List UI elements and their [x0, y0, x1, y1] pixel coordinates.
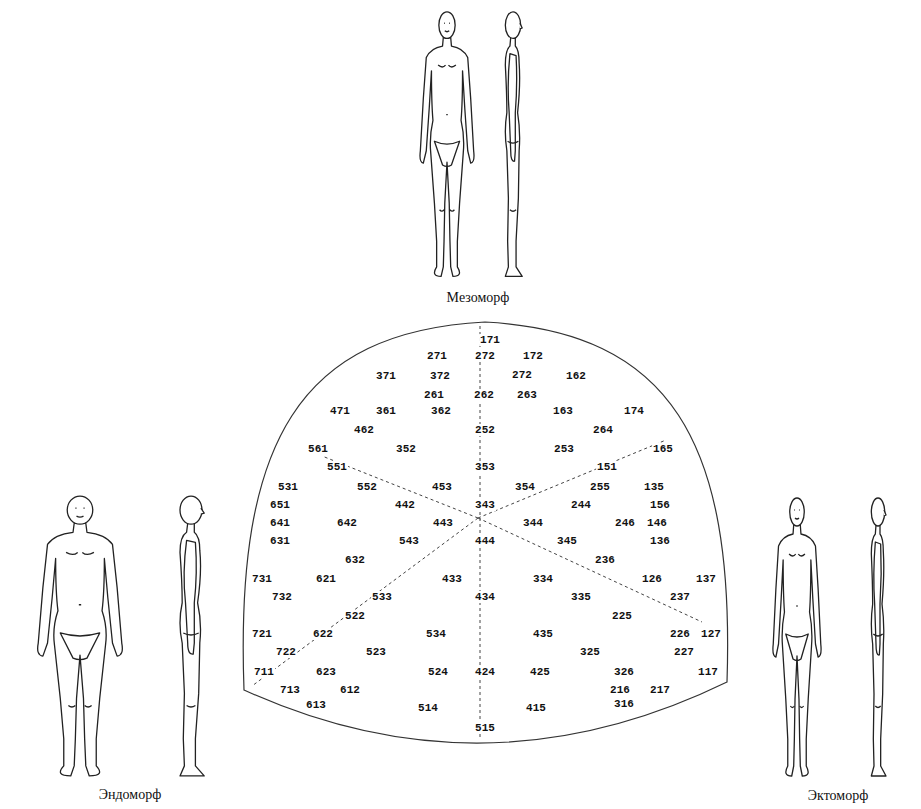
somatotype-code: 612	[339, 684, 361, 696]
somatotype-code: 261	[423, 389, 445, 401]
somatotype-code: 515	[474, 722, 496, 734]
somatotype-code: 711	[253, 666, 275, 678]
somatotype-code: 316	[613, 698, 635, 710]
figure-caption: Эндоморф	[97, 787, 164, 803]
axis-line	[322, 456, 478, 518]
somatotype-code: 435	[532, 628, 554, 640]
somatotype-code: 272	[511, 369, 533, 381]
somatotype-code: 561	[307, 443, 329, 455]
somatotype-code: 534	[425, 628, 447, 640]
somatochart: 171 271 272 172 371 372 272 162 261 262 263 471 361 3…	[230, 318, 740, 758]
somatotype-code: 271	[426, 350, 448, 362]
somatotype-code: 237	[669, 591, 691, 603]
somatotype-code: 424	[474, 666, 496, 678]
somatotype-code: 731	[251, 573, 273, 585]
somatotype-code: 326	[613, 666, 635, 678]
somatotype-code: 462	[353, 424, 375, 436]
somatotype-code: 522	[344, 610, 366, 622]
somatotype-code: 262	[473, 389, 495, 401]
somatotype-code: 126	[641, 573, 663, 585]
somatotype-code: 621	[315, 573, 337, 585]
somatotype-code: 531	[277, 481, 299, 493]
somatotype-code: 171	[479, 334, 501, 346]
somatotype-code: 352	[395, 443, 417, 455]
axis-line	[478, 518, 702, 622]
somatotype-code: 415	[525, 702, 547, 714]
somatotype-code: 732	[271, 591, 293, 603]
somatotype-code: 135	[643, 481, 665, 493]
somatotype-code: 443	[432, 517, 454, 529]
somatotype-code: 246	[614, 517, 636, 529]
somatotype-code: 523	[365, 646, 387, 658]
somatotype-code: 216	[609, 684, 631, 696]
somatotype-code: 172	[522, 350, 544, 362]
somatotype-code: 372	[429, 370, 451, 382]
somatotype-code: 344	[522, 517, 544, 529]
chart-border	[243, 322, 727, 743]
somatotype-code: 136	[649, 535, 671, 547]
somatotype-code: 442	[394, 499, 416, 511]
somatotype-code: 471	[329, 405, 351, 417]
somatotype-code: 151	[596, 461, 618, 473]
somatotype-code: 371	[375, 370, 397, 382]
somatotype-code: 325	[579, 646, 601, 658]
somatotype-code: 361	[375, 405, 397, 417]
somatotype-code: 632	[344, 554, 366, 566]
somatotype-code: 721	[251, 628, 273, 640]
somatotype-code: 631	[269, 535, 291, 547]
somatotype-code: 146	[646, 517, 668, 529]
somatotype-code: 163	[552, 405, 574, 417]
somatotype-code: 244	[570, 499, 592, 511]
somatotype-code: 533	[371, 591, 393, 603]
somatotype-code: 622	[312, 628, 334, 640]
somatotype-code: 335	[570, 591, 592, 603]
somatotype-code: 137	[695, 573, 717, 585]
somatotype-code: 343	[474, 499, 496, 511]
somatotype-code: 641	[269, 517, 291, 529]
somatotype-code: 165	[652, 443, 674, 455]
somatotype-code: 345	[556, 535, 578, 547]
somatotype-code: 156	[649, 499, 671, 511]
somatotype-code: 255	[589, 481, 611, 493]
somatotype-code: 433	[441, 573, 463, 585]
somatotype-code: 162	[565, 370, 587, 382]
figure-caption: Мезоморф	[445, 290, 512, 306]
somatotype-code: 272	[474, 350, 496, 362]
somatotype-code: 334	[532, 573, 554, 585]
somatotype-code: 514	[417, 702, 439, 714]
somatotype-code: 354	[514, 481, 536, 493]
somatotype-code: 174	[623, 405, 645, 417]
somatotype-code: 127	[700, 628, 722, 640]
somatotype-code: 353	[474, 461, 496, 473]
somatotype-code: 444	[474, 535, 496, 547]
somatotype-code: 117	[697, 666, 719, 678]
somatotype-code: 217	[649, 684, 671, 696]
somatotype-code: 236	[594, 554, 616, 566]
somatotype-code: 264	[592, 424, 614, 436]
somatotype-code: 362	[430, 405, 452, 417]
somatotype-code: 713	[279, 684, 301, 696]
somatotype-code: 543	[398, 535, 420, 547]
somatotype-code: 434	[474, 591, 496, 603]
somatotype-code: 642	[336, 517, 358, 529]
somatotype-code: 552	[356, 481, 378, 493]
somatotype-code: 425	[529, 666, 551, 678]
axis-line	[252, 518, 478, 686]
somatotype-code: 252	[474, 424, 496, 436]
axis-line	[478, 440, 666, 518]
somatotype-code: 524	[427, 666, 449, 678]
figure-caption: Эктоморф	[806, 788, 870, 804]
somatotype-code: 551	[326, 461, 348, 473]
somatotype-code: 227	[673, 646, 695, 658]
somatotype-code: 226	[669, 628, 691, 640]
somatotype-code: 651	[269, 499, 291, 511]
somatotype-code: 453	[431, 481, 453, 493]
somatotype-code: 623	[315, 666, 337, 678]
somatotype-code: 263	[516, 389, 538, 401]
somatotype-code: 722	[275, 646, 297, 658]
somatotype-code: 613	[305, 699, 327, 711]
somatotype-code: 253	[553, 443, 575, 455]
somatotype-code: 225	[611, 610, 633, 622]
